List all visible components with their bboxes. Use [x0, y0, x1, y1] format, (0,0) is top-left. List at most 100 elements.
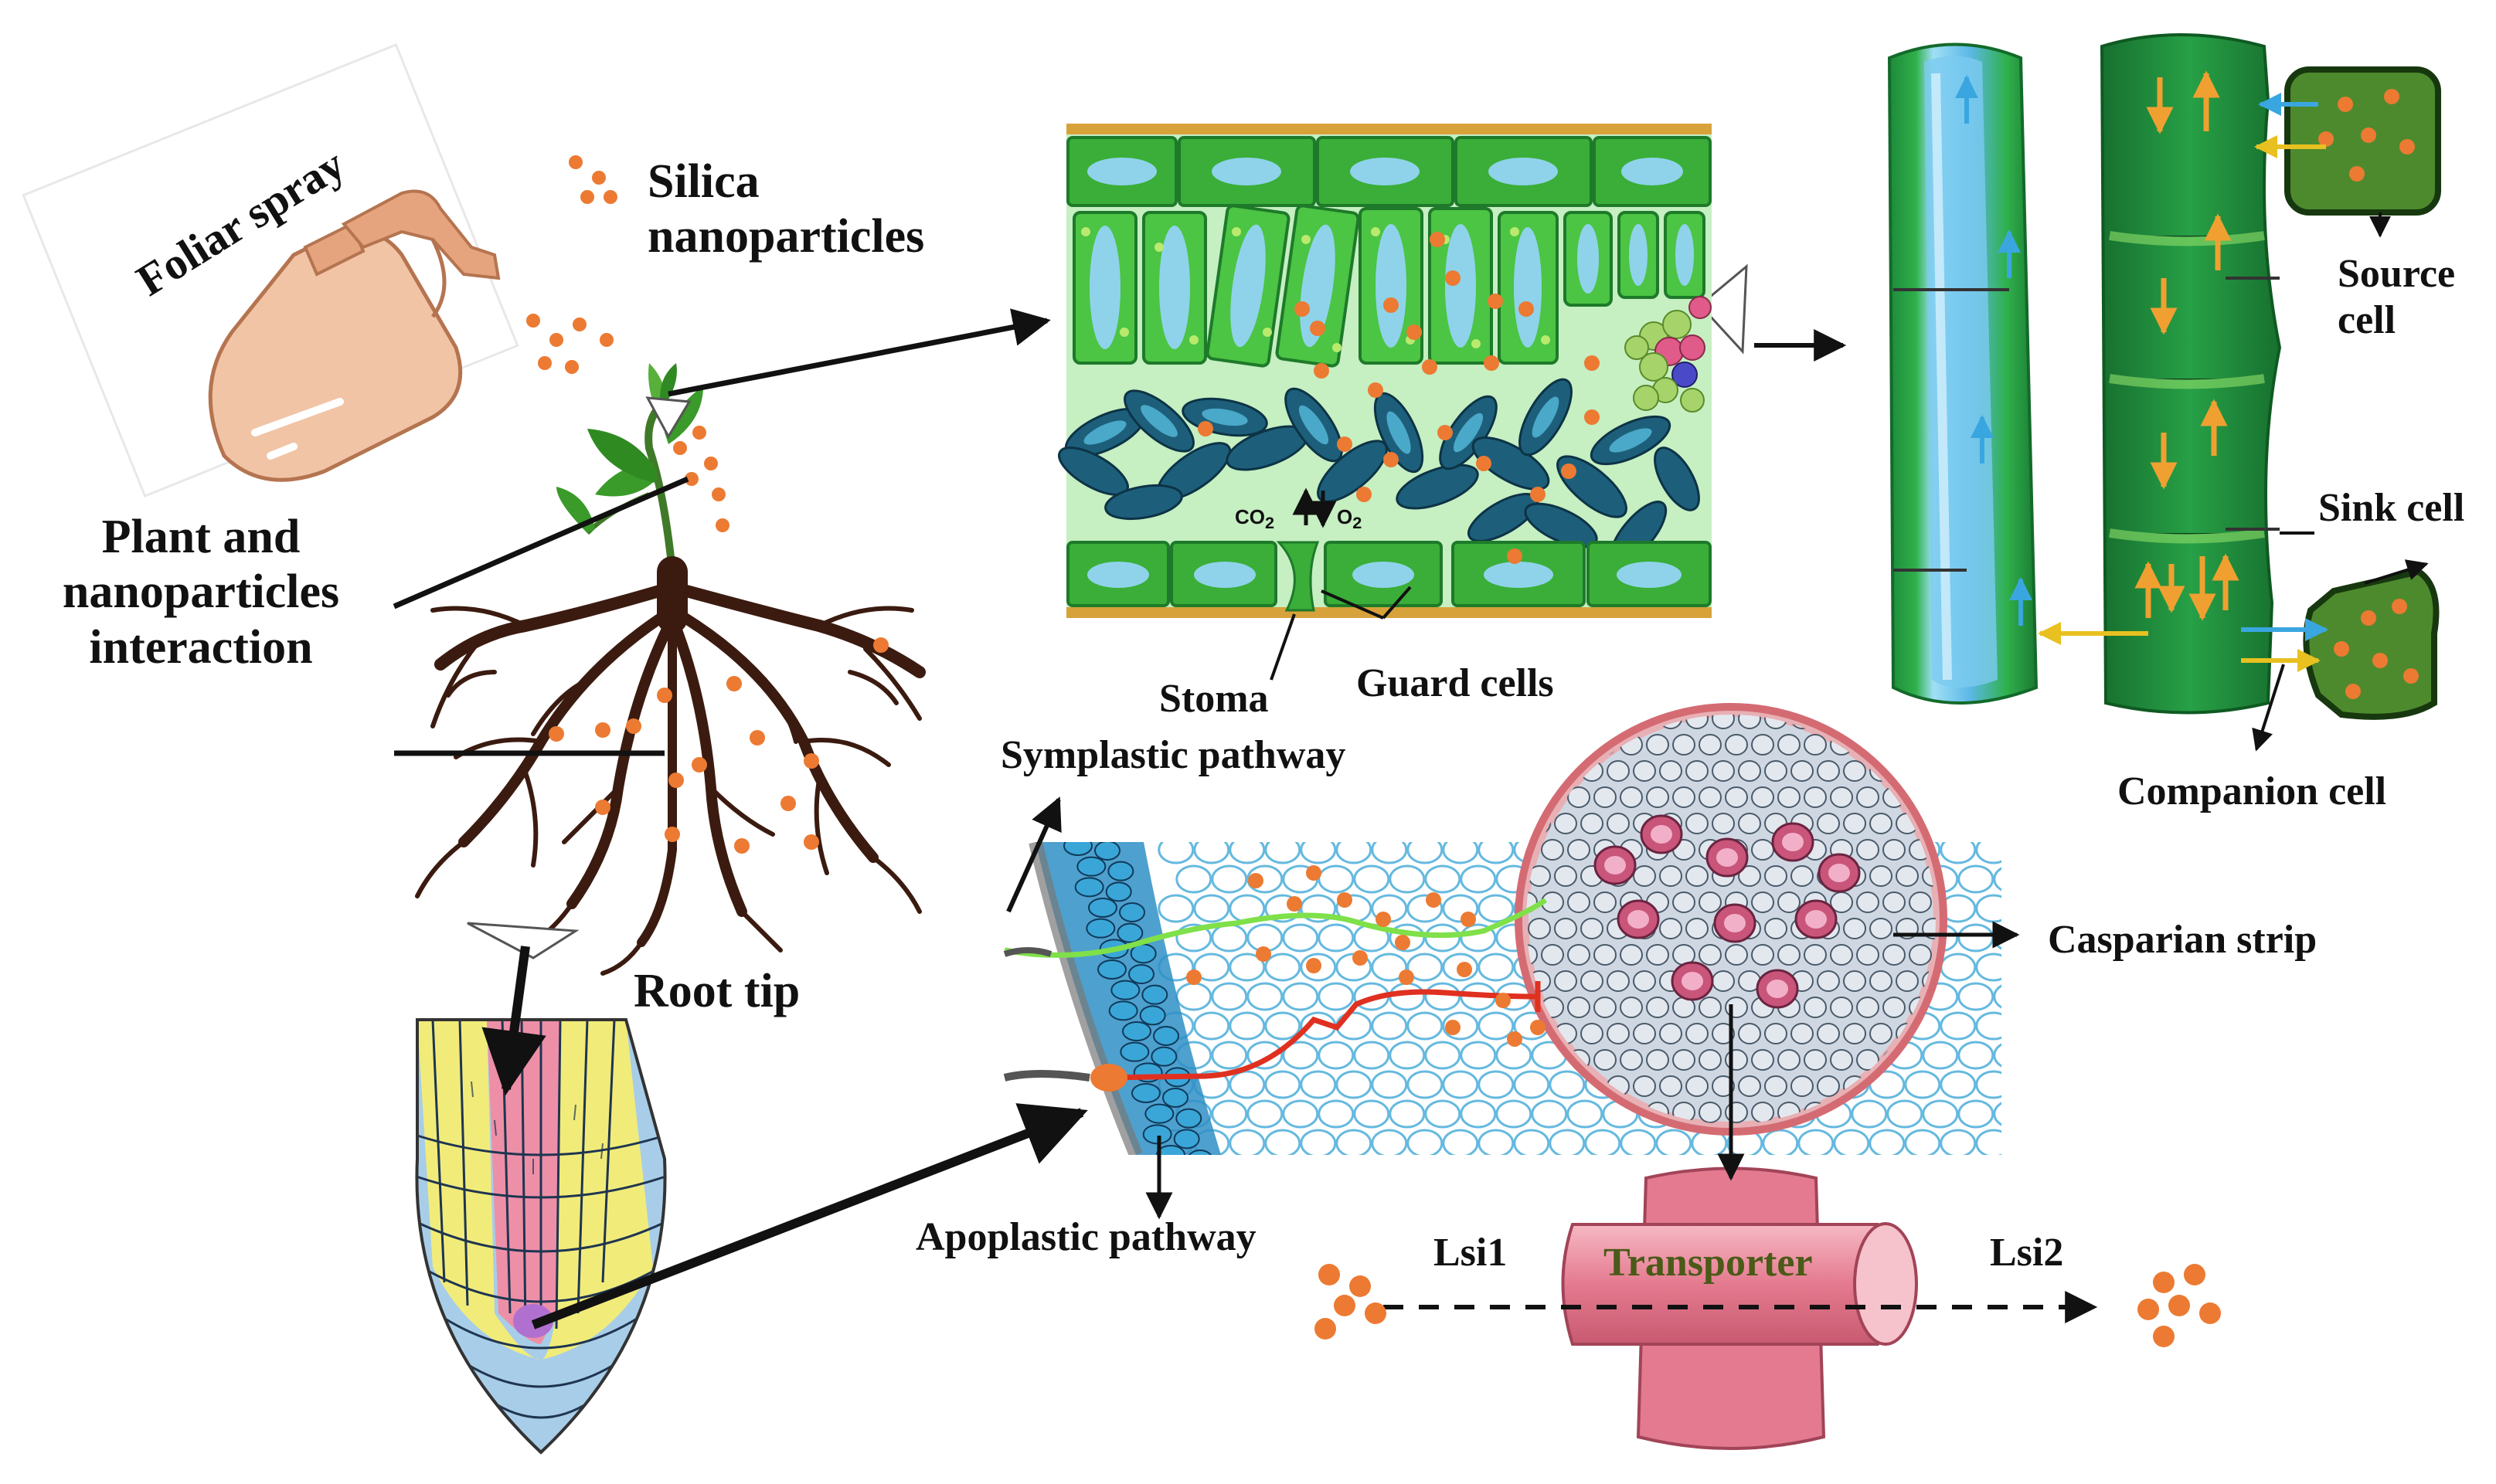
cell	[1685, 1023, 1709, 1044]
cell	[1593, 944, 1617, 966]
cell	[1424, 864, 1461, 894]
cell	[1957, 982, 1994, 1011]
cell	[1777, 786, 1801, 808]
cell	[1389, 864, 1426, 894]
cell	[1790, 1075, 1814, 1097]
cell	[1764, 918, 1787, 939]
cell	[1300, 953, 1337, 982]
cell	[1371, 1129, 1408, 1155]
cell	[1580, 970, 1603, 992]
cell	[1869, 715, 1892, 729]
cell	[1264, 1070, 1301, 1099]
lsi1-label: Lsi1	[1433, 1231, 1508, 1275]
cell	[1817, 1075, 1840, 1097]
cell	[1389, 923, 1426, 953]
cell	[1751, 944, 1774, 966]
stoma-label: Stoma	[1159, 677, 1269, 721]
cell	[1211, 1041, 1248, 1070]
cell	[1699, 891, 1722, 913]
cell	[1633, 970, 1656, 992]
cell	[1633, 1075, 1656, 1097]
cell	[1353, 1041, 1390, 1070]
root-particles	[549, 637, 889, 854]
cell	[1424, 923, 1461, 953]
cell	[1725, 944, 1748, 966]
cell	[1909, 891, 1932, 913]
cell	[1300, 1129, 1337, 1155]
cell	[1567, 786, 1590, 808]
cell	[1175, 923, 1212, 953]
cell	[1751, 1102, 1774, 1123]
cell	[1620, 997, 1643, 1018]
cell	[1282, 1041, 1319, 1070]
cell	[1957, 1041, 1994, 1070]
cell	[1699, 1102, 1722, 1123]
cell	[1335, 1129, 1372, 1155]
cell	[1856, 997, 1879, 1018]
cell	[1264, 1129, 1301, 1155]
cell	[1478, 1129, 1515, 1155]
cell	[1442, 842, 1479, 864]
cell	[1175, 1108, 1202, 1129]
cell	[1712, 970, 1735, 992]
cell	[1607, 760, 1630, 782]
cell	[1442, 894, 1479, 923]
cell	[1738, 715, 1761, 729]
cell	[1882, 944, 1906, 966]
cell	[1817, 1023, 1840, 1044]
cell	[1712, 813, 1735, 834]
cell	[1922, 760, 1936, 782]
cell	[1856, 944, 1879, 966]
cell	[1659, 918, 1682, 939]
cell	[1830, 1049, 1853, 1071]
silica-nanoparticles-label: Silica nanoparticles	[648, 155, 924, 265]
cell	[1817, 813, 1840, 834]
cell	[1738, 865, 1761, 887]
cell	[1567, 997, 1590, 1018]
cell	[1406, 953, 1444, 982]
cell	[1554, 865, 1577, 887]
cell	[1940, 1070, 1977, 1099]
cell	[1151, 1046, 1178, 1067]
cell	[1957, 864, 1994, 894]
cell	[1335, 1070, 1372, 1099]
cell	[1229, 1011, 1266, 1041]
cell	[1567, 944, 1590, 966]
cell	[1830, 944, 1853, 966]
cell	[1063, 842, 1093, 856]
cell	[1554, 715, 1577, 729]
cell	[1554, 813, 1577, 834]
cell	[1782, 833, 1804, 851]
cell	[1764, 1023, 1787, 1044]
interaction-label: Plant and nanoparticles interaction	[31, 510, 371, 675]
cell	[1193, 842, 1230, 864]
cell	[1318, 1099, 1355, 1129]
cell	[1764, 760, 1787, 782]
cell	[1957, 1099, 1994, 1129]
cell	[1318, 923, 1355, 953]
cell	[1856, 1049, 1879, 1071]
cell	[1175, 864, 1212, 894]
cell	[1797, 1129, 1835, 1155]
guard-cells-label: Guard cells	[1356, 661, 1554, 705]
cell	[1246, 982, 1284, 1011]
cell	[1712, 760, 1735, 782]
cell	[1738, 1023, 1761, 1044]
cell	[1119, 902, 1145, 922]
cell	[1566, 1099, 1603, 1129]
co2-subscript: 2	[1265, 513, 1275, 533]
cell	[1406, 1129, 1444, 1155]
cell	[1856, 891, 1879, 913]
cell	[1074, 877, 1104, 898]
cell	[1424, 1099, 1461, 1129]
cell	[1442, 1129, 1479, 1155]
cell	[1211, 864, 1248, 894]
cell	[1460, 923, 1497, 953]
cell	[1607, 970, 1630, 992]
cell	[1685, 918, 1709, 939]
cell	[1607, 813, 1630, 834]
cell	[1716, 848, 1738, 867]
co2-text: CO	[1235, 505, 1265, 528]
cell	[1843, 918, 1866, 939]
cell	[1712, 1075, 1735, 1097]
